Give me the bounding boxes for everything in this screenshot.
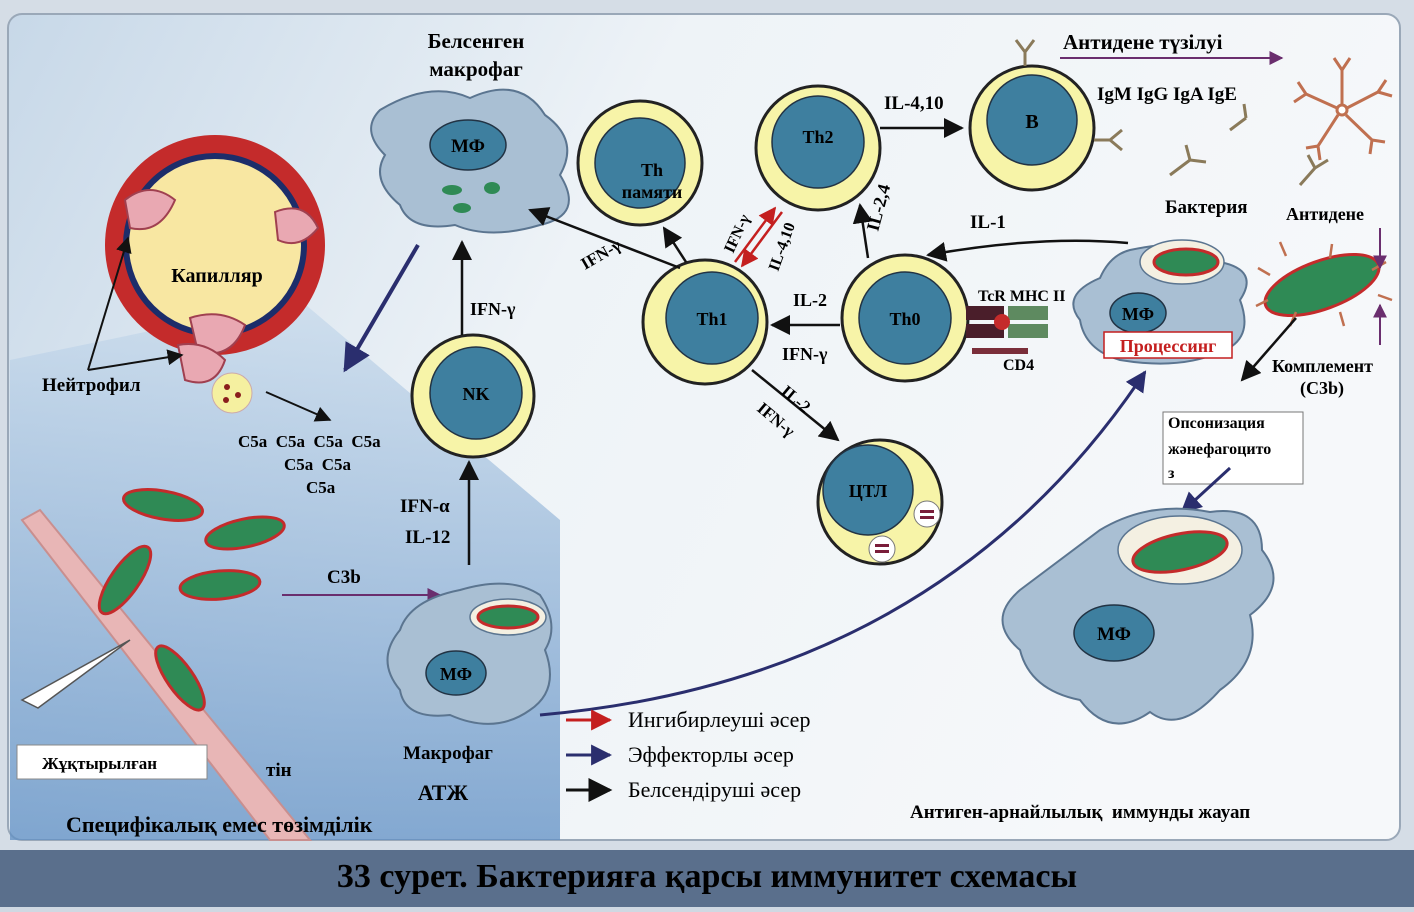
th2-cell: Th2	[754, 84, 882, 212]
th0-label: Th0	[889, 309, 920, 329]
macrophage-label: Макрофаг	[403, 743, 493, 764]
macrophage-phagocytosis: МФ	[1001, 507, 1275, 725]
activated-macrophage-label-2: макрофаг	[429, 57, 523, 81]
infected-tissue-box	[16, 744, 208, 780]
antibody-formation-label: Антидене түзілуі	[1063, 30, 1223, 54]
c5a-line-2: C5a C5a	[284, 455, 352, 474]
b-cell-label: B	[1025, 111, 1038, 133]
legend-effector-label: Эффекторлы әсер	[628, 742, 794, 767]
atzh-label: АТЖ	[418, 780, 469, 805]
needle-icon	[20, 639, 131, 709]
macrophage-processing: МФ Процессинг	[1072, 239, 1248, 365]
capillary-label: Капилляр	[171, 265, 262, 287]
bacteria-label: Бактерия	[1165, 197, 1248, 218]
antibody-label: Антидене	[1286, 204, 1364, 224]
th2-label: Th2	[802, 127, 833, 147]
cd4-label: CD4	[1003, 357, 1034, 374]
il-2-th0-th1-label: IL-2	[793, 290, 827, 310]
nk-cell: NK	[410, 333, 536, 459]
ifn-g-nk-mf-label: IFN-γ	[470, 299, 516, 319]
th1-label: Th1	[696, 309, 727, 329]
activated-macrophage-label-1: Белсенген	[428, 29, 525, 53]
neutrophil-label: Нейтрофил	[42, 375, 141, 396]
activated-mf-nucleus-label: МФ	[451, 136, 485, 157]
il-12-label: IL-12	[405, 527, 450, 548]
th1-cell: Th1	[641, 258, 769, 386]
legend: Ингибирлеуші әсер Эффекторлы әсер Белсен…	[566, 707, 810, 802]
ctl-label: ЦТЛ	[849, 481, 888, 501]
pentamer-igm-icon	[1293, 57, 1393, 161]
il-1-label: IL-1	[970, 212, 1006, 233]
legend-activating-label: Белсендіруші әсер	[628, 777, 801, 802]
tissue-label: тін	[266, 760, 292, 781]
opsonization-label-2: жәнефагоцито	[1168, 441, 1271, 458]
macrophage-atzh: МФ	[386, 582, 553, 725]
phagocytosis-mf-nucleus-label: МФ	[1097, 624, 1131, 645]
th-memory-label-1: Th	[641, 160, 663, 180]
ctl-cell: ЦТЛ	[816, 438, 944, 566]
il-4-10-top-label: IL-4,10	[884, 93, 944, 114]
tcr-mhc-label: TcR MHC II	[978, 288, 1065, 305]
specific-response-label: Антиген-арнайлылық иммунды жауап	[910, 802, 1250, 823]
b-cell: B	[968, 39, 1123, 192]
th0-cell: Th0	[840, 253, 970, 383]
processing-mf-nucleus-label: МФ	[1122, 304, 1154, 324]
nk-label: NK	[463, 384, 490, 404]
immunoglobulins-label: IgM IgG IgA IgE	[1097, 84, 1237, 105]
activated-macrophage: МФ	[370, 88, 570, 234]
th-memory-cell: Th памяти	[576, 99, 704, 227]
opsonization-label-1: Опсонизация	[1168, 415, 1265, 432]
c5a-line-1: C5a C5a C5a C5a	[238, 432, 381, 451]
bacteria-group	[97, 488, 286, 712]
atzh-mf-nucleus-label: МФ	[440, 664, 472, 684]
figure-caption: 33 сурет. Бактерияға қарсы иммунитет схе…	[336, 858, 1078, 895]
infected-label: Жұқтырылған	[42, 754, 157, 773]
c3b-label: C3b	[327, 567, 361, 588]
legend-inhibitory-label: Ингибирлеуші әсер	[628, 707, 810, 732]
th-memory-label-2: памяти	[622, 182, 683, 202]
complement-label-1: Комплемент	[1272, 356, 1373, 376]
ifn-a-label: IFN-α	[400, 496, 450, 517]
opsonization-label-3: з	[1168, 465, 1175, 482]
complement-label-2: (C3b)	[1300, 378, 1344, 399]
tcr-mhc-receptors	[966, 306, 1048, 354]
opsonization-box	[1162, 411, 1304, 485]
nonspecific-label: Специфікалық емес төзімділік	[66, 812, 373, 837]
processing-label: Процессинг	[1120, 336, 1217, 356]
capillary: Капилляр	[105, 135, 325, 414]
antibody-icons	[1169, 103, 1329, 186]
ifn-g-th0-th1-label: IFN-γ	[782, 344, 828, 364]
c5a-line-3: C5a	[306, 478, 336, 497]
caption-bar	[0, 850, 1414, 907]
